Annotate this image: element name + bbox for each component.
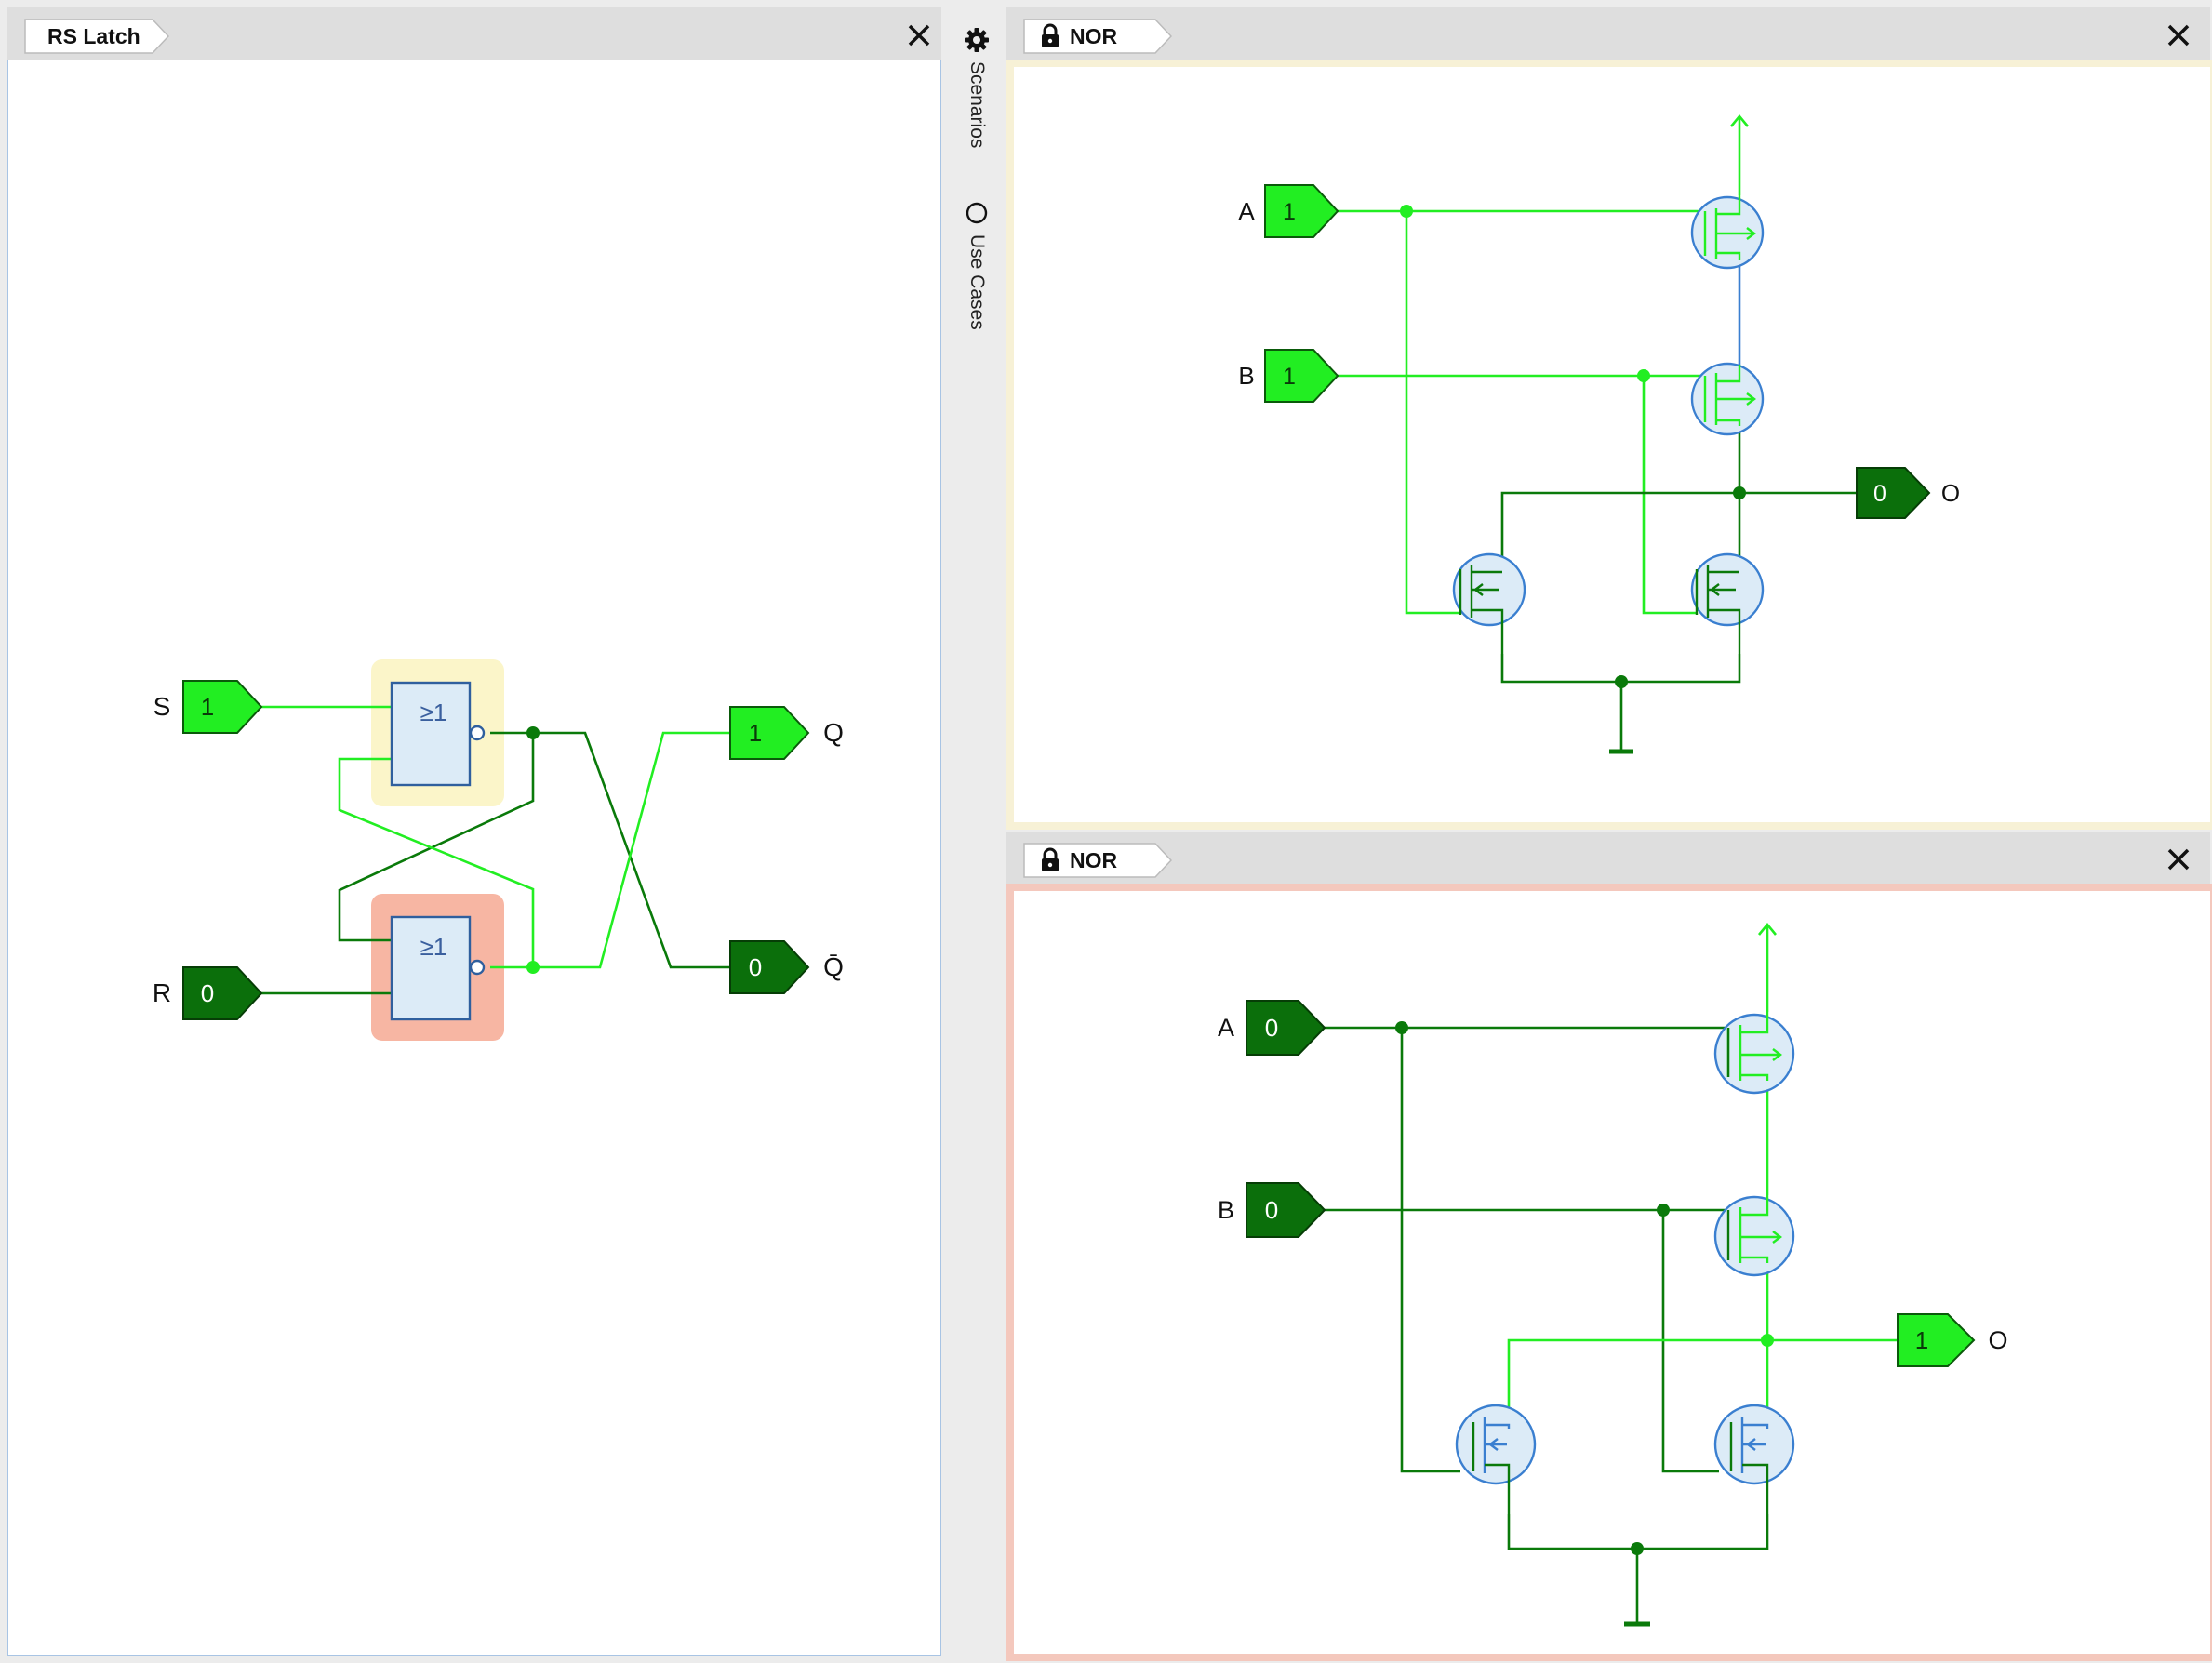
input-pin-b-label: B — [1218, 1196, 1234, 1224]
wire-a-down — [1400, 1028, 1460, 1473]
output-pin-o-value: 1 — [1915, 1326, 1928, 1354]
nmos-b — [1713, 1404, 1795, 1514]
input-pin-r[interactable] — [182, 966, 263, 1020]
input-pin-a[interactable] — [1246, 1000, 1326, 1056]
input-pin-a-label: A — [1238, 197, 1255, 225]
input-pin-b-label: B — [1238, 362, 1254, 390]
nor-top-tab[interactable]: NOR — [1023, 19, 1172, 54]
input-pin-b[interactable] — [1264, 349, 1339, 403]
input-pin-r-label: R — [153, 978, 171, 1007]
pmos-a — [1690, 195, 1765, 270]
junction-out — [1761, 1334, 1774, 1347]
pmos-a — [1713, 1012, 1795, 1095]
junction-b — [1637, 369, 1650, 382]
sidebar-label-scenarios: Scenarios — [966, 61, 988, 149]
junction-ground — [1631, 1542, 1644, 1555]
input-pin-a-value: 0 — [1265, 1014, 1278, 1042]
rs-latch-tabbar: RS Latch — [7, 7, 941, 60]
nor-bottom-tab[interactable]: NOR — [1023, 843, 1172, 878]
junction-a — [1395, 1021, 1408, 1034]
gear-icon — [965, 28, 989, 52]
nmos-a — [1452, 552, 1526, 654]
sidebar-label-use-cases: Use Cases — [966, 234, 988, 330]
input-pin-a[interactable] — [1264, 184, 1339, 238]
nor-bottom-tab-label: NOR — [1070, 848, 1118, 872]
wire-vdd-arrow — [1757, 922, 1778, 936]
wire-qbar-out — [490, 731, 730, 969]
lock-icon — [1042, 847, 1059, 871]
input-pin-a-value: 1 — [1283, 199, 1296, 225]
nor-gate-bottom-label: ≥1 — [420, 933, 447, 961]
input-pin-b-value: 0 — [1265, 1196, 1278, 1224]
wire-b-down — [1661, 1210, 1719, 1473]
output-pin-o[interactable] — [1897, 1313, 1976, 1367]
nor-gate-top-bubble — [469, 725, 486, 741]
wire-out-left — [1507, 1338, 1767, 1429]
input-pin-r-value: 0 — [201, 979, 214, 1007]
input-pin-a-label: A — [1218, 1014, 1234, 1042]
nor-top-canvas-panel: 1 A 1 B 0 O — [1006, 60, 2212, 830]
nor-bottom-circuit[interactable]: 0 A 0 B 1 O — [1014, 891, 2210, 1654]
tab-shape — [24, 19, 169, 54]
output-pin-qbar-label: Q̄ — [823, 952, 844, 981]
nor-top-close-icon[interactable] — [2162, 19, 2195, 52]
input-pin-b-value: 1 — [1283, 364, 1296, 390]
junction-b — [1657, 1204, 1670, 1217]
output-pin-o-value: 0 — [1873, 481, 1886, 507]
wire-b-down — [1642, 376, 1697, 615]
nor-gate-top-label: ≥1 — [420, 698, 447, 726]
junction-a — [1400, 205, 1413, 218]
pmos-b — [1713, 1195, 1795, 1277]
nmos-b — [1690, 552, 1765, 654]
nor-top-circuit[interactable]: 1 A 1 B 0 O — [1014, 67, 2210, 822]
nor-gate-bottom[interactable] — [390, 915, 472, 1021]
nor-bottom-close-icon[interactable] — [2162, 843, 2195, 876]
input-pin-b[interactable] — [1246, 1182, 1326, 1238]
input-pin-s[interactable] — [182, 680, 263, 734]
wire-out-left — [1500, 491, 1739, 572]
nor-bottom-tabbar: NOR — [1006, 832, 2210, 884]
output-pin-q-label: Q — [823, 718, 844, 747]
nor-top-tab-label: NOR — [1070, 24, 1118, 48]
junction-out — [1733, 486, 1746, 499]
rs-latch-tab[interactable]: RS Latch — [24, 19, 169, 54]
wire-out — [1738, 426, 1857, 495]
nor-gate-top[interactable] — [390, 681, 472, 787]
output-pin-o-label: O — [1988, 1326, 2007, 1354]
rs-latch-circuit[interactable]: ≥1 ≥1 1 S 0 R 1 Q 0 Q̄ — [8, 60, 940, 1655]
nor-gate-bottom-bubble — [469, 959, 486, 976]
output-pin-qbar-value: 0 — [749, 953, 762, 981]
input-pin-s-label: S — [153, 692, 171, 721]
output-pin-q[interactable] — [729, 706, 810, 760]
junction-ground — [1615, 675, 1628, 688]
sidebar-item-use-cases[interactable]: Use Cases — [960, 199, 993, 348]
junction-q — [526, 726, 540, 739]
rs-latch-close-icon[interactable] — [902, 19, 936, 52]
input-pin-s-value: 1 — [201, 693, 214, 721]
output-pin-qbar[interactable] — [729, 940, 810, 994]
sidebar-item-scenarios[interactable]: Scenarios — [960, 26, 993, 166]
tab-shape — [1023, 19, 1172, 54]
wire-vdd-arrow — [1729, 113, 1750, 127]
output-pin-o[interactable] — [1856, 467, 1931, 519]
rs-latch-tab-label: RS Latch — [47, 24, 140, 48]
rs-latch-canvas-panel: ≥1 ≥1 1 S 0 R 1 Q 0 Q̄ — [7, 60, 941, 1656]
circle-icon — [966, 202, 988, 224]
output-pin-q-value: 1 — [749, 719, 762, 747]
tab-shape — [1023, 843, 1172, 878]
lock-icon — [1042, 23, 1059, 47]
pmos-b — [1690, 362, 1765, 436]
wire-a-down — [1405, 211, 1460, 615]
wire-top-feedback — [338, 733, 535, 942]
output-pin-o-label: O — [1941, 479, 1960, 507]
nor-top-tabbar: NOR — [1006, 7, 2210, 60]
junction-qbar — [526, 961, 540, 974]
nmos-a — [1455, 1404, 1537, 1514]
wire-out — [1766, 1263, 1898, 1342]
wire-bottom-feedback — [338, 757, 535, 967]
nor-bottom-canvas-panel: 0 A 0 B 1 O — [1006, 884, 2212, 1661]
